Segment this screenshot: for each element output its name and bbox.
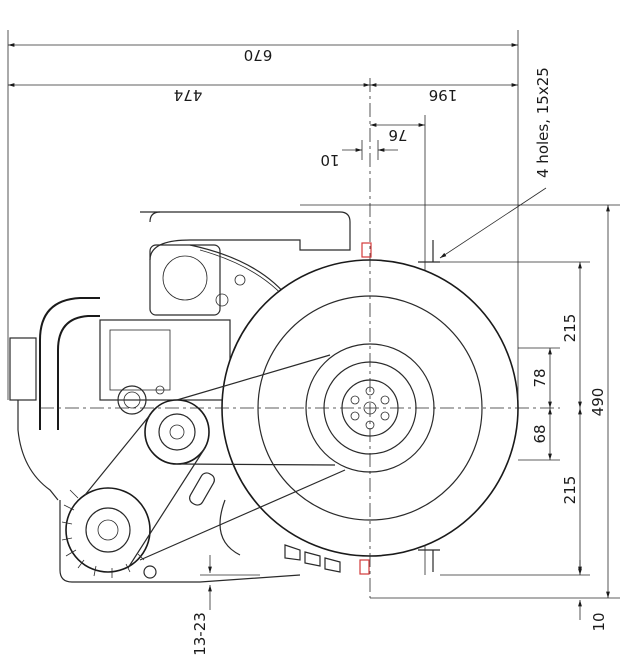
dim-76-label: 76	[388, 126, 407, 144]
reference-lines	[7, 30, 560, 598]
dim-196: 196	[370, 83, 518, 104]
bottom-marker	[359, 559, 370, 575]
dim-78: 78	[518, 347, 560, 408]
bolt-holes	[350, 386, 390, 430]
dim-overall-length: 670	[7, 43, 518, 64]
dim-13-23: 13-23	[191, 555, 260, 656]
dim-490-label: 490	[589, 388, 607, 417]
dim-10-bottom: 10	[578, 560, 608, 632]
dim-215-upper-label: 215	[561, 314, 579, 343]
dim-215-upper: 215	[440, 261, 590, 408]
top-marker	[361, 242, 372, 258]
dim-474-label: 474	[174, 86, 203, 104]
belt-drive	[61, 354, 346, 579]
dim-78-label: 78	[531, 368, 549, 387]
dim-68-label: 68	[531, 424, 549, 443]
dim-10-top-label: 10	[320, 151, 339, 169]
holes-note-label: 4 holes, 15x25	[534, 67, 552, 178]
dim-474: 474	[7, 83, 370, 104]
holes-note: 4 holes, 15x25	[439, 67, 552, 259]
dim-215-lower: 215	[440, 408, 590, 576]
dim-10-top: 10	[320, 140, 398, 169]
dim-670-label: 670	[244, 46, 273, 64]
dim-13-23-label: 13-23	[191, 612, 209, 656]
dim-196-label: 196	[429, 86, 458, 104]
dim-68: 68	[518, 408, 560, 461]
dim-76: 76	[370, 123, 425, 144]
dim-490: 490	[300, 204, 620, 599]
dim-215-lower-label: 215	[561, 476, 579, 505]
dim-10-bottom-label: 10	[590, 612, 608, 631]
